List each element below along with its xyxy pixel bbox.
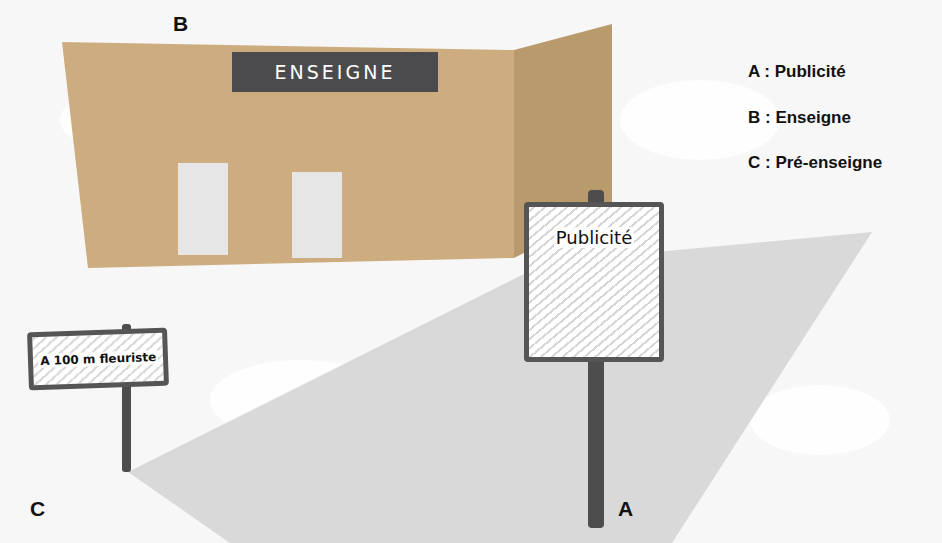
key-entry: C : Pré-enseigne xyxy=(748,153,882,173)
sign-text: A 100 m fleuriste xyxy=(38,350,158,368)
sign-post xyxy=(122,380,131,472)
part-letter: A xyxy=(618,497,633,521)
key-entry: B : Enseigne xyxy=(748,108,851,128)
advertising-board: Publicité xyxy=(524,202,664,362)
shop-sign: ENSEIGNE xyxy=(232,52,438,92)
sign-post xyxy=(588,350,604,528)
pre-sign-board: A 100 m fleuriste xyxy=(27,328,169,391)
sign-text: ENSEIGNE xyxy=(275,61,396,83)
door xyxy=(178,163,228,255)
road-shadow xyxy=(128,232,872,543)
door xyxy=(292,172,342,258)
building-front xyxy=(62,42,514,268)
key-entry: A : Publicité xyxy=(748,62,846,82)
sign-text: Publicité xyxy=(554,227,634,248)
part-letter: B xyxy=(173,12,188,36)
part-letter: C xyxy=(30,497,45,521)
